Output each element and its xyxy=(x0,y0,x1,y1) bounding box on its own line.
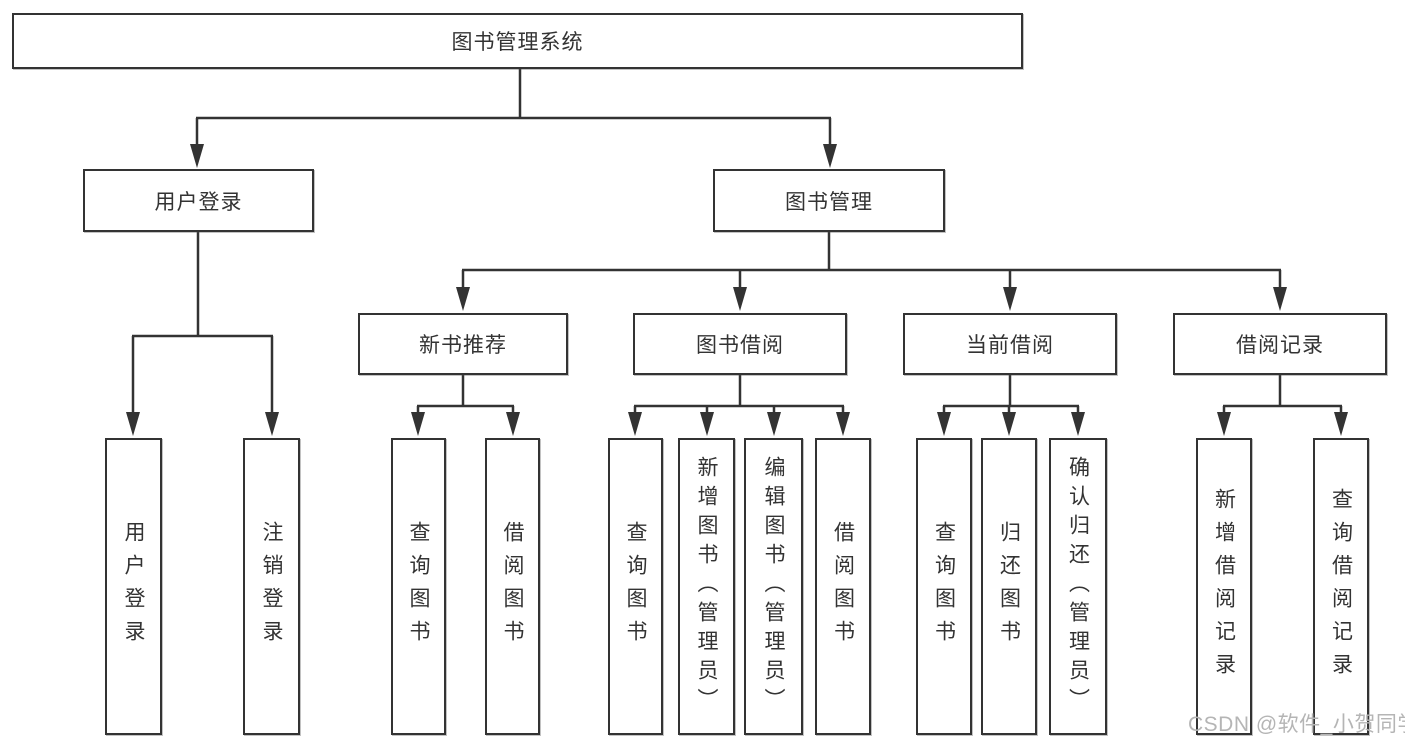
leaf-add-books-admin: 新增图书（管理员） xyxy=(678,438,735,735)
leaf-edit-books-admin: 编辑图书（管理员） xyxy=(744,438,803,735)
leaf-query-books-recommend: 查询图书 xyxy=(391,438,446,735)
node-user-login: 用户登录 xyxy=(83,169,314,232)
leaf-query-books-current: 查询图书 xyxy=(916,438,972,735)
leaf-query-books-borrow: 查询图书 xyxy=(608,438,663,735)
leaf-query-borrow-record: 查询借阅记录 xyxy=(1313,438,1369,735)
node-book-management: 图书管理 xyxy=(713,169,945,232)
node-book-borrowing: 图书借阅 xyxy=(633,313,847,375)
leaf-confirm-return-admin: 确认归还（管理员） xyxy=(1049,438,1107,735)
leaf-logout: 注销登录 xyxy=(243,438,300,735)
node-current-borrowing: 当前借阅 xyxy=(903,313,1117,375)
csdn-watermark: CSDN @软件_小贺同学 xyxy=(1188,713,1405,736)
node-borrowing-records: 借阅记录 xyxy=(1173,313,1387,375)
leaf-borrow-books: 借阅图书 xyxy=(815,438,871,735)
leaf-user-login: 用户登录 xyxy=(105,438,162,735)
leaf-borrow-books-recommend: 借阅图书 xyxy=(485,438,540,735)
leaf-return-books: 归还图书 xyxy=(981,438,1037,735)
leaf-add-borrow-record: 新增借阅记录 xyxy=(1196,438,1252,735)
node-new-book-recommendation: 新书推荐 xyxy=(358,313,568,375)
node-library-system: 图书管理系统 xyxy=(12,13,1023,69)
